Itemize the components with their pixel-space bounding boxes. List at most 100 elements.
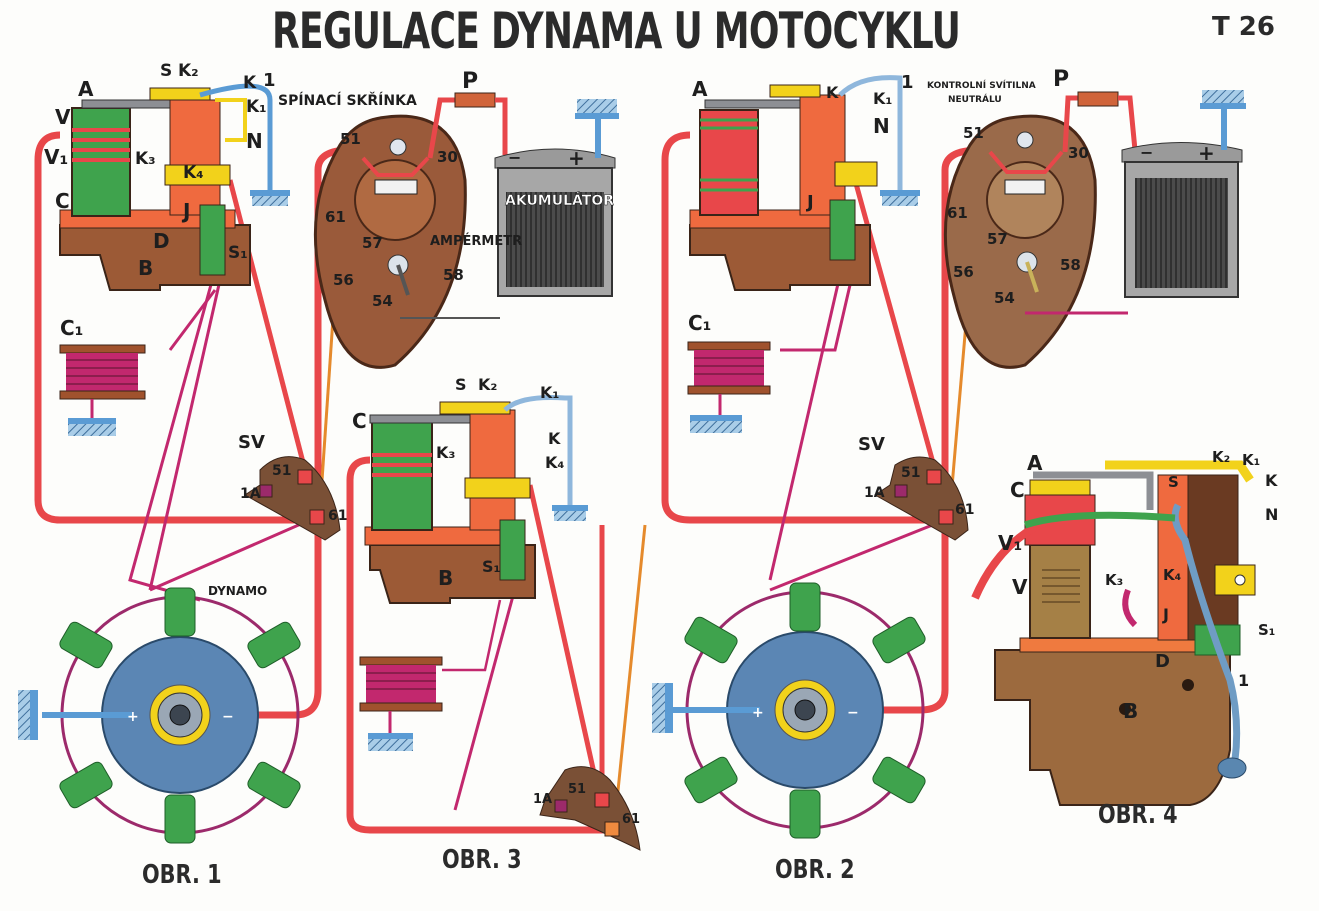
label-dynamo: DYNAMO (208, 584, 267, 598)
label-51-sv2: 51 (901, 465, 920, 481)
label-dyn-minus-2: − (847, 705, 859, 721)
label-p-2: P (1053, 67, 1069, 92)
label-k2-3: K₂ (478, 375, 497, 394)
regulator-3 (364, 401, 536, 604)
wire-magenta-c1-3 (442, 599, 502, 672)
coil-c1-3 (359, 656, 443, 751)
regulator-1 (59, 87, 251, 291)
label-v1: V₁ (44, 145, 68, 169)
wire-v1-red (971, 516, 1052, 600)
dynamo-1 (18, 587, 301, 844)
page-title: REGULACE DYNAMA U MOTOCYKLU (272, 2, 961, 60)
label-54-1: 54 (372, 292, 393, 310)
label-a: A (78, 77, 94, 101)
figure-caption-3: OBR. 3 (442, 845, 522, 875)
wire-red-loop-2 (661, 131, 945, 524)
figure-4 (971, 460, 1256, 806)
wire-red-fuse-battery-2 (1118, 95, 1138, 151)
wire-magenta-3 (453, 569, 522, 811)
label-dyn-minus-1: − (222, 709, 234, 725)
base-plate-b (994, 649, 1231, 806)
label-b: B (138, 256, 153, 280)
label-57-1: 57 (362, 234, 383, 252)
label-k-3: K (548, 429, 561, 448)
battery-1 (494, 99, 619, 297)
wire-magenta-2c (780, 284, 852, 352)
figure-caption-4: OBR. 4 (1098, 800, 1178, 830)
label-v1-4: V₁ (998, 531, 1022, 555)
label-51-2: 51 (963, 124, 984, 142)
label-61-2: 61 (947, 204, 968, 222)
label-neutral-lamp-2: NEUTRÁLU (948, 93, 1002, 105)
battery-2 (1121, 90, 1246, 298)
label-c-4: C (1010, 478, 1025, 502)
dynamo-2 (652, 582, 926, 839)
wire-magenta-2 (768, 274, 842, 581)
label-1a-2: 1A (864, 485, 885, 501)
regulator-2 (689, 84, 878, 291)
label-k3-4: K₃ (1105, 571, 1123, 589)
label-c1-2: C₁ (688, 311, 711, 335)
label-n-4: N (1265, 505, 1278, 524)
label-s1-3: S₁ (482, 557, 501, 576)
coil-c1-2 (687, 341, 771, 433)
figure-1 (18, 83, 619, 844)
label-1a-1: 1A (240, 486, 261, 502)
label-1-2: 1 (901, 72, 914, 93)
wire-red-loop-left (34, 131, 318, 524)
label-56-1: 56 (333, 271, 354, 289)
label-k: K (243, 73, 257, 93)
label-58-1: 58 (443, 266, 464, 284)
label-k1: K₁ (246, 97, 267, 117)
wire-magenta-c1 (168, 289, 217, 351)
label-58-2: 58 (1060, 256, 1081, 274)
label-minus-1: − (508, 148, 521, 167)
wire-red-2-sv (852, 179, 938, 471)
label-1: 1 (263, 70, 276, 91)
label-k2: K₂ (178, 61, 199, 81)
label-k1-4: K₁ (1242, 451, 1260, 469)
label-switchbox: SPÍNACÍ SKŘÍNKA (278, 92, 417, 109)
label-51-sv1: 51 (272, 463, 291, 479)
sheet-code: T 26 (1212, 12, 1275, 42)
label-s1: S₁ (228, 243, 248, 263)
label-a-4: A (1027, 451, 1043, 475)
label-k1-3: K₁ (540, 383, 559, 402)
coil-v (1029, 544, 1091, 639)
label-v-4: V (1012, 575, 1028, 599)
wire-magenta-sv (149, 518, 311, 592)
fuse-p-2 (1077, 91, 1119, 107)
ground-hatch (252, 196, 288, 206)
ground-plate (250, 190, 290, 196)
wire-orange-3 (613, 524, 647, 821)
label-61-3: 61 (622, 812, 640, 827)
wire-ground-3 (503, 395, 573, 505)
label-k-2: K (826, 83, 839, 102)
figure-2 (652, 75, 1246, 839)
figure-caption-1: OBR. 1 (142, 860, 222, 890)
wire-c-green (1023, 511, 1176, 529)
label-sv-2: SV (858, 434, 885, 455)
label-57-2: 57 (987, 230, 1008, 248)
label-1-4: 1 (1238, 671, 1249, 690)
figure-caption-2: OBR. 2 (775, 855, 855, 885)
wire-magenta-field (128, 269, 217, 602)
label-v: V (55, 105, 71, 129)
label-neutral-lamp-1: KONTROLNÍ SVÍTILNA (927, 79, 1036, 91)
figure-3 (346, 395, 647, 851)
label-ammeter: AMPÉRMETR (430, 233, 522, 249)
label-j-2: J (805, 192, 814, 213)
label-56-2: 56 (953, 263, 974, 281)
wire-red-2-dynamo (860, 520, 949, 714)
label-dyn-plus-1: + (127, 709, 139, 725)
label-sv-1: SV (238, 432, 265, 453)
label-c-3: C (352, 409, 367, 433)
wire-red-30-fuse (427, 97, 460, 159)
label-minus-2: − (1140, 143, 1153, 162)
label-s1-4: S₁ (1258, 621, 1275, 639)
label-c: C (55, 189, 70, 213)
label-61-sv1: 61 (328, 508, 347, 524)
label-b-3: B (438, 566, 453, 590)
label-d: D (153, 229, 170, 253)
switchbox-1 (313, 114, 467, 369)
